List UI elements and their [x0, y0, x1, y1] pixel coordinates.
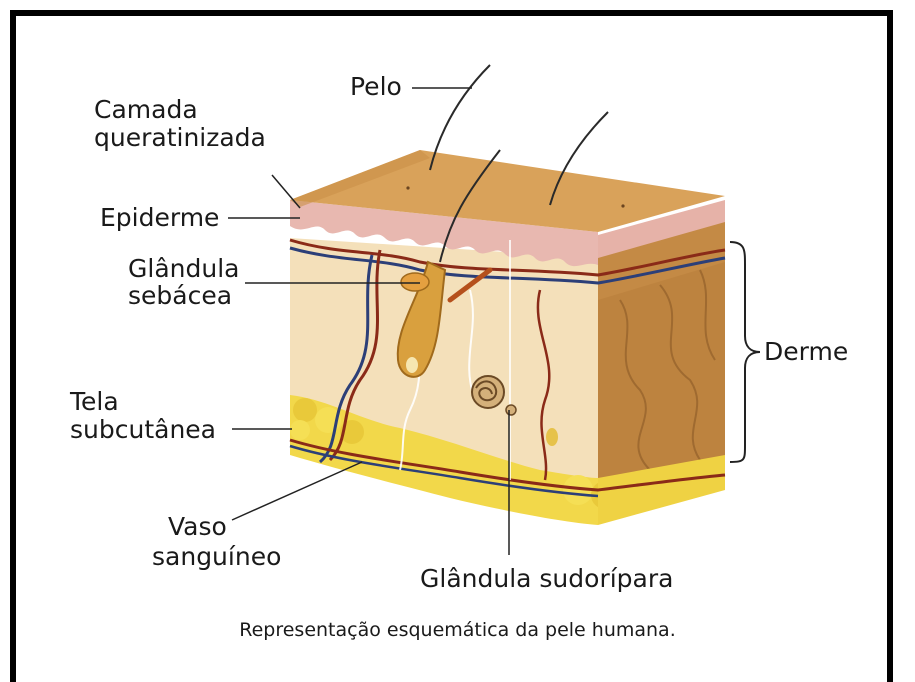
- label-tela-line1: Tela: [70, 388, 119, 415]
- label-camada-line1: Camada: [94, 96, 198, 123]
- label-glandula-sebacea-line2: sebácea: [128, 282, 232, 309]
- label-camada-line2: queratinizada: [94, 124, 266, 151]
- sebaceous-gland: [401, 273, 429, 291]
- label-tela-line2: subcutânea: [70, 416, 216, 443]
- label-derme: Derme: [764, 338, 848, 365]
- label-pelo: Pelo: [350, 73, 402, 100]
- label-glandula-sudoripara: Glândula sudorípara: [420, 565, 673, 592]
- label-glandula-sebacea-line1: Glândula: [128, 255, 239, 282]
- label-vaso-line2: sanguíneo: [152, 543, 281, 570]
- label-vaso-line1: Vaso: [168, 513, 227, 540]
- label-epiderme: Epiderme: [100, 204, 219, 231]
- derme-bracket: [730, 242, 760, 462]
- figure-caption: Representação esquemática da pele humana…: [0, 619, 915, 641]
